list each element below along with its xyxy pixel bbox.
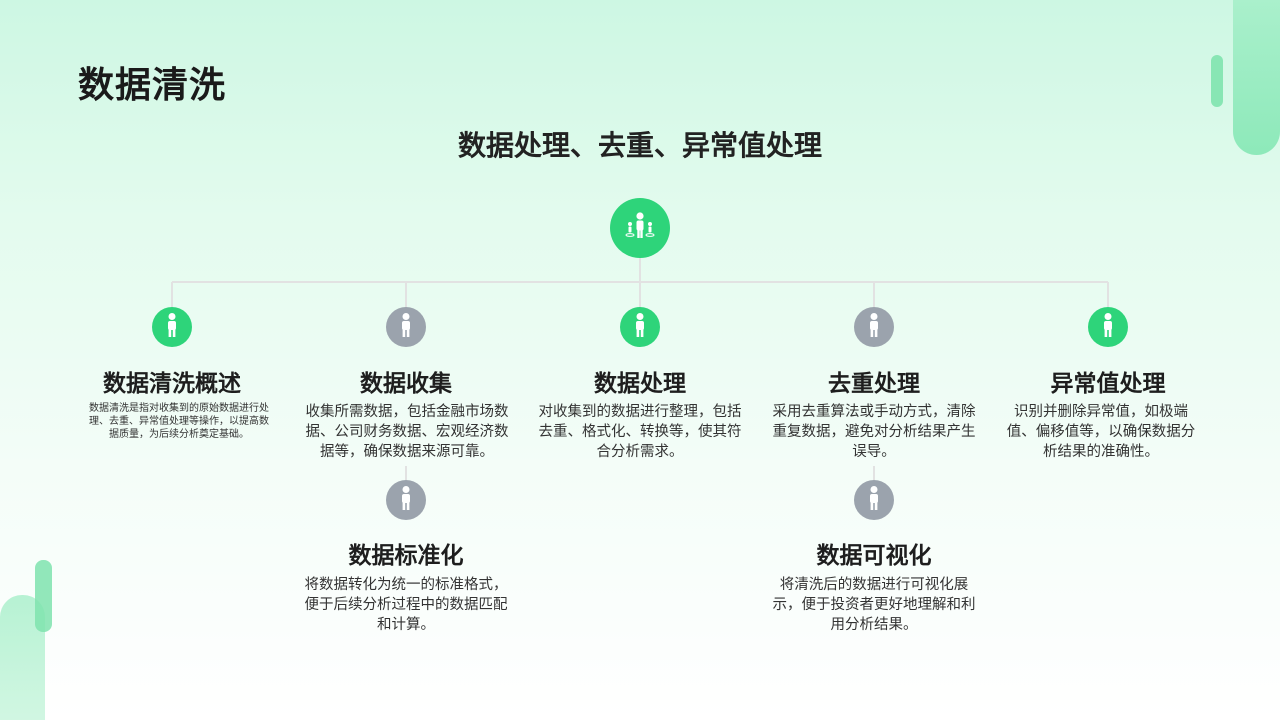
decor-pill-bottom-left	[35, 560, 52, 632]
person-icon	[395, 312, 417, 342]
person-icon	[863, 485, 885, 515]
node-icon-overview	[152, 307, 192, 347]
node-title-outlier: 异常值处理	[1050, 371, 1166, 397]
node-icon-dedup	[854, 307, 894, 347]
node-title-processing: 数据处理	[594, 371, 686, 397]
node-title-collection: 数据收集	[360, 371, 452, 397]
node-icon-collection	[386, 307, 426, 347]
node-desc-overview: 数据清洗是指对收集到的原始数据进行处理、去重、异常值处理等操作，以提高数据质量，…	[89, 403, 269, 440]
node-title-visualization: 数据可视化	[816, 543, 932, 569]
node-desc-standardization: 将数据转化为统一的标准格式，便于后续分析过程中的数据匹配和计算。	[304, 577, 508, 633]
decor-pill-top-right	[1211, 55, 1223, 107]
person-icon	[395, 485, 417, 515]
person-icon	[629, 312, 651, 342]
node-icon-processing	[620, 307, 660, 347]
node-icon-outlier	[1088, 307, 1128, 347]
node-desc-dedup: 采用去重算法或手动方式，清除重复数据，避免对分析结果产生误导。	[772, 404, 976, 460]
node-desc-visualization: 将清洗后的数据进行可视化展示，便于投资者更好地理解和利用分析结果。	[772, 577, 976, 633]
node-title-dedup: 去重处理	[828, 371, 920, 397]
node-desc-collection: 收集所需数据，包括金融市场数据、公司财务数据、宏观经济数据等，确保数据来源可靠。	[305, 404, 509, 460]
page-title: 数据清洗	[78, 65, 227, 106]
root-node	[610, 198, 670, 258]
diagram-subtitle: 数据处理、去重、异常值处理	[457, 129, 822, 162]
person-icon	[863, 312, 885, 342]
node-desc-processing: 对收集到的数据进行整理，包括去重、格式化、转换等，使其符合分析需求。	[538, 404, 742, 460]
node-desc-outlier: 识别并删除异常值，如极端值、偏移值等，以确保数据分析结果的准确性。	[1006, 404, 1196, 460]
team-people-icon	[622, 208, 658, 248]
node-icon-standardization	[386, 480, 426, 520]
person-icon	[1097, 312, 1119, 342]
node-icon-visualization	[854, 480, 894, 520]
node-title-standardization: 数据标准化	[348, 543, 464, 569]
decor-bar-top-right	[1233, 0, 1280, 155]
node-title-overview: 数据清洗概述	[103, 371, 241, 397]
person-icon	[161, 312, 183, 342]
